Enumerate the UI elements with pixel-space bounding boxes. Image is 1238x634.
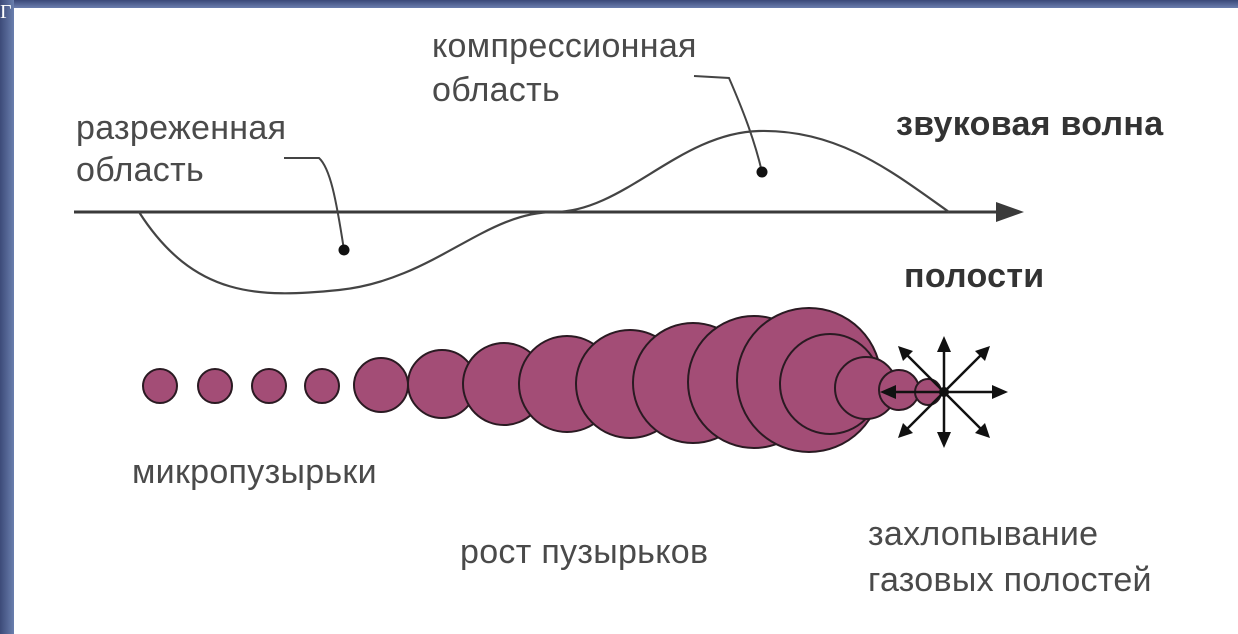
compression-label-line-2: область <box>432 70 560 110</box>
microbubble <box>198 369 232 403</box>
bubble-sequence <box>143 308 941 452</box>
microbubbles-label: микропузырьки <box>132 452 377 492</box>
compression-label-line-1: компрессионная <box>432 26 697 66</box>
rarefied-pointer-line <box>284 158 344 250</box>
wave-axis-arrowhead <box>996 202 1024 222</box>
bubble-growth-label: рост пузырьков <box>460 532 708 572</box>
sound-wave-label: звуковая волна <box>896 104 1163 144</box>
cavities-label: полости <box>904 256 1045 296</box>
burst-ray-upright <box>944 354 982 392</box>
burst-arrow-right <box>992 385 1008 399</box>
microbubble <box>305 369 339 403</box>
compression-point-dot <box>757 167 768 178</box>
burst-arrow-up <box>937 336 951 352</box>
burst-arrow-down <box>937 432 951 448</box>
slide-frame-left <box>0 0 14 634</box>
collapse-burst <box>880 336 1008 448</box>
collapse-label-line-1: захлопывание <box>868 514 1098 554</box>
microbubble <box>143 369 177 403</box>
diagram-canvas: разреженная область компрессионная облас… <box>14 8 1238 634</box>
corner-title-fragment: Г <box>0 2 12 22</box>
rarefied-point-dot <box>339 245 350 256</box>
slide-frame-top <box>0 0 1238 8</box>
rarefied-label-line-2: область <box>76 150 204 190</box>
collapse-label-line-2: газовых полостей <box>868 560 1152 600</box>
growing-bubble <box>354 358 408 412</box>
rarefied-label-line-1: разреженная <box>76 108 286 148</box>
microbubble <box>252 369 286 403</box>
burst-ray-downright <box>944 392 982 430</box>
compression-pointer-line <box>694 76 762 172</box>
